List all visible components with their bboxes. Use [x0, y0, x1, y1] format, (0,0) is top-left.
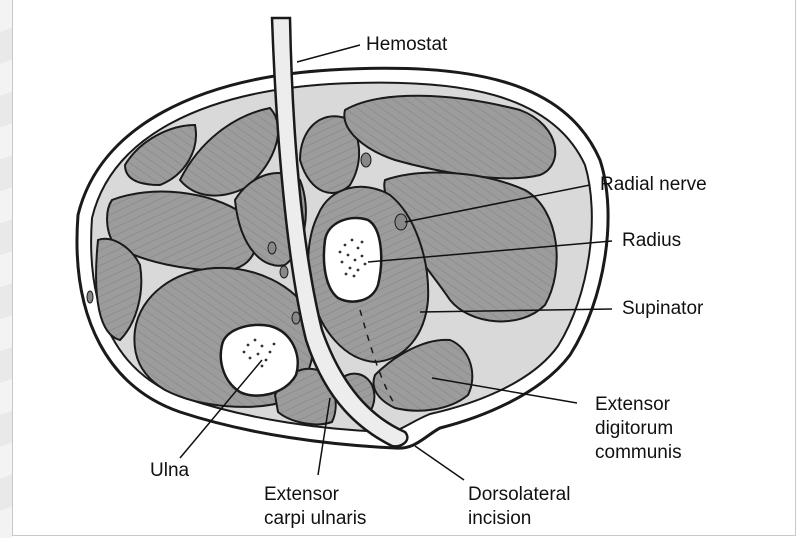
radius-bone [324, 218, 381, 301]
label-ecu-line1: Extensor [264, 484, 339, 505]
label-incision-line2: incision [468, 508, 531, 529]
vessel-dot-3 [280, 266, 288, 278]
label-incision-line1: Dorsolateral [468, 484, 570, 505]
vessel-dot-4 [292, 312, 300, 324]
vessel-dot-5 [87, 291, 93, 303]
vessel-dot-1 [361, 153, 371, 167]
label-edc-line3: communis [595, 442, 682, 463]
label-supinator: Supinator [622, 298, 703, 319]
vessel-dot-2 [268, 242, 276, 254]
leader-hemostat [297, 45, 360, 62]
label-radius: Radius [622, 230, 681, 251]
label-ulna: Ulna [150, 460, 189, 481]
label-hemostat: Hemostat [366, 34, 447, 55]
ulna-bone [221, 325, 298, 396]
label-edc-line2: digitorum [595, 418, 673, 439]
label-radial-nerve: Radial nerve [600, 174, 707, 195]
label-ecu-line2: carpi ulnaris [264, 508, 366, 529]
label-edc-line1: Extensor [595, 394, 670, 415]
leader-incision [415, 446, 464, 480]
